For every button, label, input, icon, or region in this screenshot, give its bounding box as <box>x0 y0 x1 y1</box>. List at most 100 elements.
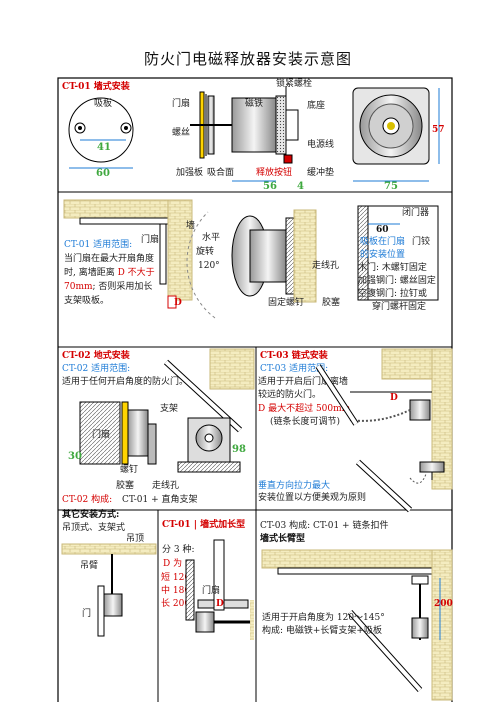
sub-label: 吊顶式、支架式 <box>62 521 125 533</box>
note-line-2: 安装位置以方便美观为原则 <box>258 491 366 503</box>
section-ct01-usage: 墙 门扇 CT-01 适用范围: 当门扇在最大开扇角度 时, 离墙距离 D 不大… <box>63 199 439 319</box>
section-ct02-floor: CT-02 地式安装 CT-02 适用范围: 适用于任何开启角度的防火门。 支架… <box>62 348 255 505</box>
wall-label: 墙 <box>186 219 195 231</box>
right-line-6: 穿门螺杆固定 <box>372 300 426 312</box>
release-button-label: 释放按钮 <box>256 166 292 178</box>
dim-75: 75 <box>384 181 398 192</box>
section-wall-long-arm: 墙式长臂型 200 适用于开启角度为 120～145° 构成: 电磁铁+长臂支架… <box>260 532 453 701</box>
base-label: 底座 <box>307 99 325 111</box>
note-line-1: 垂直方向拉力最大 <box>258 479 330 491</box>
ceiling-label: 吊顶 <box>126 533 144 544</box>
suction-face-label: 吸合面 <box>207 166 234 178</box>
usage-title: CT-02 适用范围: <box>62 362 130 374</box>
section-other-methods: 其它安装方式: 吊顶式、支架式 吊顶 吊臂 门 <box>61 508 157 637</box>
wall <box>431 348 453 490</box>
label-d: D <box>174 298 182 308</box>
plug-label: 胶塞 <box>116 479 134 491</box>
door-leaf-label: 门扇 <box>92 428 110 440</box>
wall <box>167 199 193 301</box>
section-header: CT-01 墙式安装 <box>62 80 131 92</box>
dim-41: 41 <box>97 142 111 153</box>
wall <box>431 549 453 701</box>
section-ct03-chain: CT-03 链式安装 CT-03 适用范围: 适用于开启后门扇离墙 较远的防火门… <box>258 348 453 531</box>
composition: 构成: 电磁铁+长臂支架+吸板 <box>262 624 382 636</box>
right-line-2: 的安装位置 <box>360 248 405 260</box>
rotation-arc <box>186 211 216 319</box>
right-line-1: 吸板在门扇 <box>360 235 405 247</box>
len-180: 中 180 <box>161 584 190 596</box>
page-title: 防火门电磁释放器安装示意图 <box>143 50 352 68</box>
composition: CT-03 构成: CT-01 + 链条扣件 <box>260 519 388 531</box>
magnet-label: 磁铁 <box>245 97 263 109</box>
chain <box>349 409 411 422</box>
right-line-4: 加强钢门: 螺丝固定 <box>358 274 436 286</box>
lock-bolt-label: 锁紧螺栓 <box>276 77 312 89</box>
usage-title: CT-03 适用范围: <box>260 362 328 374</box>
d-is-label: D 为 <box>163 557 182 569</box>
dim-4: 4 <box>297 181 304 192</box>
buffer-pad-label: 缓冲垫 <box>307 166 334 178</box>
usage-line-1: 适用于开启后门扇离墙 <box>258 375 348 387</box>
release-button-icon <box>283 154 293 164</box>
dim-60: 60 <box>376 225 389 235</box>
section-header: 其它安装方式: <box>62 508 119 520</box>
angle-label: 120° <box>198 261 220 271</box>
len-120: 短 120 <box>161 571 190 583</box>
door-hinge-label: 门铰 <box>412 235 430 247</box>
wire-hole-label: 走线孔 <box>152 479 179 491</box>
usage-line: 适用于开启角度为 120～145° <box>262 611 385 623</box>
arm-label: 吊臂 <box>80 559 98 571</box>
section-header: 墙式长臂型 <box>260 532 305 544</box>
dim-56: 56 <box>263 181 277 192</box>
section-header: CT-03 链式安装 <box>260 349 329 361</box>
power-line-label: 电源线 <box>307 138 334 150</box>
plug-label: 胶塞 <box>322 296 340 308</box>
bracket-label: 支架 <box>160 402 178 414</box>
usage-line-3: D 最大不超过 500mm <box>258 402 351 414</box>
usage-line-2: 时, 离墙距离 D 不大于 <box>64 266 155 278</box>
dim-57: 57 <box>432 125 445 135</box>
composition-a: CT-02 构成: <box>62 493 112 505</box>
kinds-label: 分 3 种: <box>162 543 194 555</box>
door-leaf-label: 门扇 <box>141 233 159 245</box>
screw-label: 螺丝 <box>172 126 190 138</box>
usage-line-1: 当门扇在最大开扇角度 <box>64 252 154 264</box>
reinforce-plate-label: 加强板 <box>176 166 203 178</box>
door-open-leaf <box>79 217 169 225</box>
usage-title: CT-01 适用范围: <box>64 238 132 250</box>
dim-60: 60 <box>96 168 110 179</box>
base-body <box>275 95 287 155</box>
usage-line-4: (链条长度可调节) <box>270 415 340 427</box>
horizontal-label: 水平 <box>202 231 220 243</box>
usage-line-2: 较远的防火门。 <box>258 388 321 400</box>
usage-line-4: 支架吸板。 <box>64 294 109 306</box>
section-ct01-wall: CT-01 墙式安装 吸板 41 60 门扇 磁铁 螺丝 锁紧螺栓 底座 电源线… <box>62 77 445 192</box>
fix-screw-label: 固定螺钉 <box>268 296 304 308</box>
door-label: 门 <box>82 607 91 619</box>
dim-30: 30 <box>68 451 82 462</box>
dim-98: 98 <box>232 444 246 455</box>
section-header: CT-01 | 墙式加长型 <box>162 518 245 530</box>
closer-label: 闭门器 <box>402 206 429 218</box>
len-200: 长 200 <box>161 597 190 609</box>
section-header: CT-02 地式安装 <box>62 349 131 361</box>
label-d: D <box>216 599 224 609</box>
fix-screw-label: 螺钉 <box>120 464 138 475</box>
right-line-3: 木门: 木螺钉固定 <box>358 261 427 273</box>
label-d: D <box>390 393 398 403</box>
door-leaf-label: 门扇 <box>172 97 190 109</box>
magnet-body <box>231 97 277 153</box>
dim-200: 200 <box>434 599 453 609</box>
section-ct01-extended: CT-01 | 墙式加长型 分 3 种: D 为 短 120 中 180 长 2… <box>161 518 254 640</box>
floor-block <box>79 401 121 465</box>
wire-hole-label: 走线孔 <box>312 259 339 271</box>
composition-b: CT-01 + 直角支架 <box>122 493 198 505</box>
plate-label: 吸板 <box>94 97 112 109</box>
suction-plate-front <box>68 97 134 163</box>
door-leaf-label: 门扇 <box>202 584 220 596</box>
usage-line-3: 70mm; 否则采用加长 <box>64 280 152 292</box>
rotate-label: 旋转 <box>196 245 214 257</box>
usage-line-1: 适用于任何开启角度的防火门。 <box>62 375 188 387</box>
right-line-5: 空腹钢门: 拉钉或 <box>358 287 427 299</box>
